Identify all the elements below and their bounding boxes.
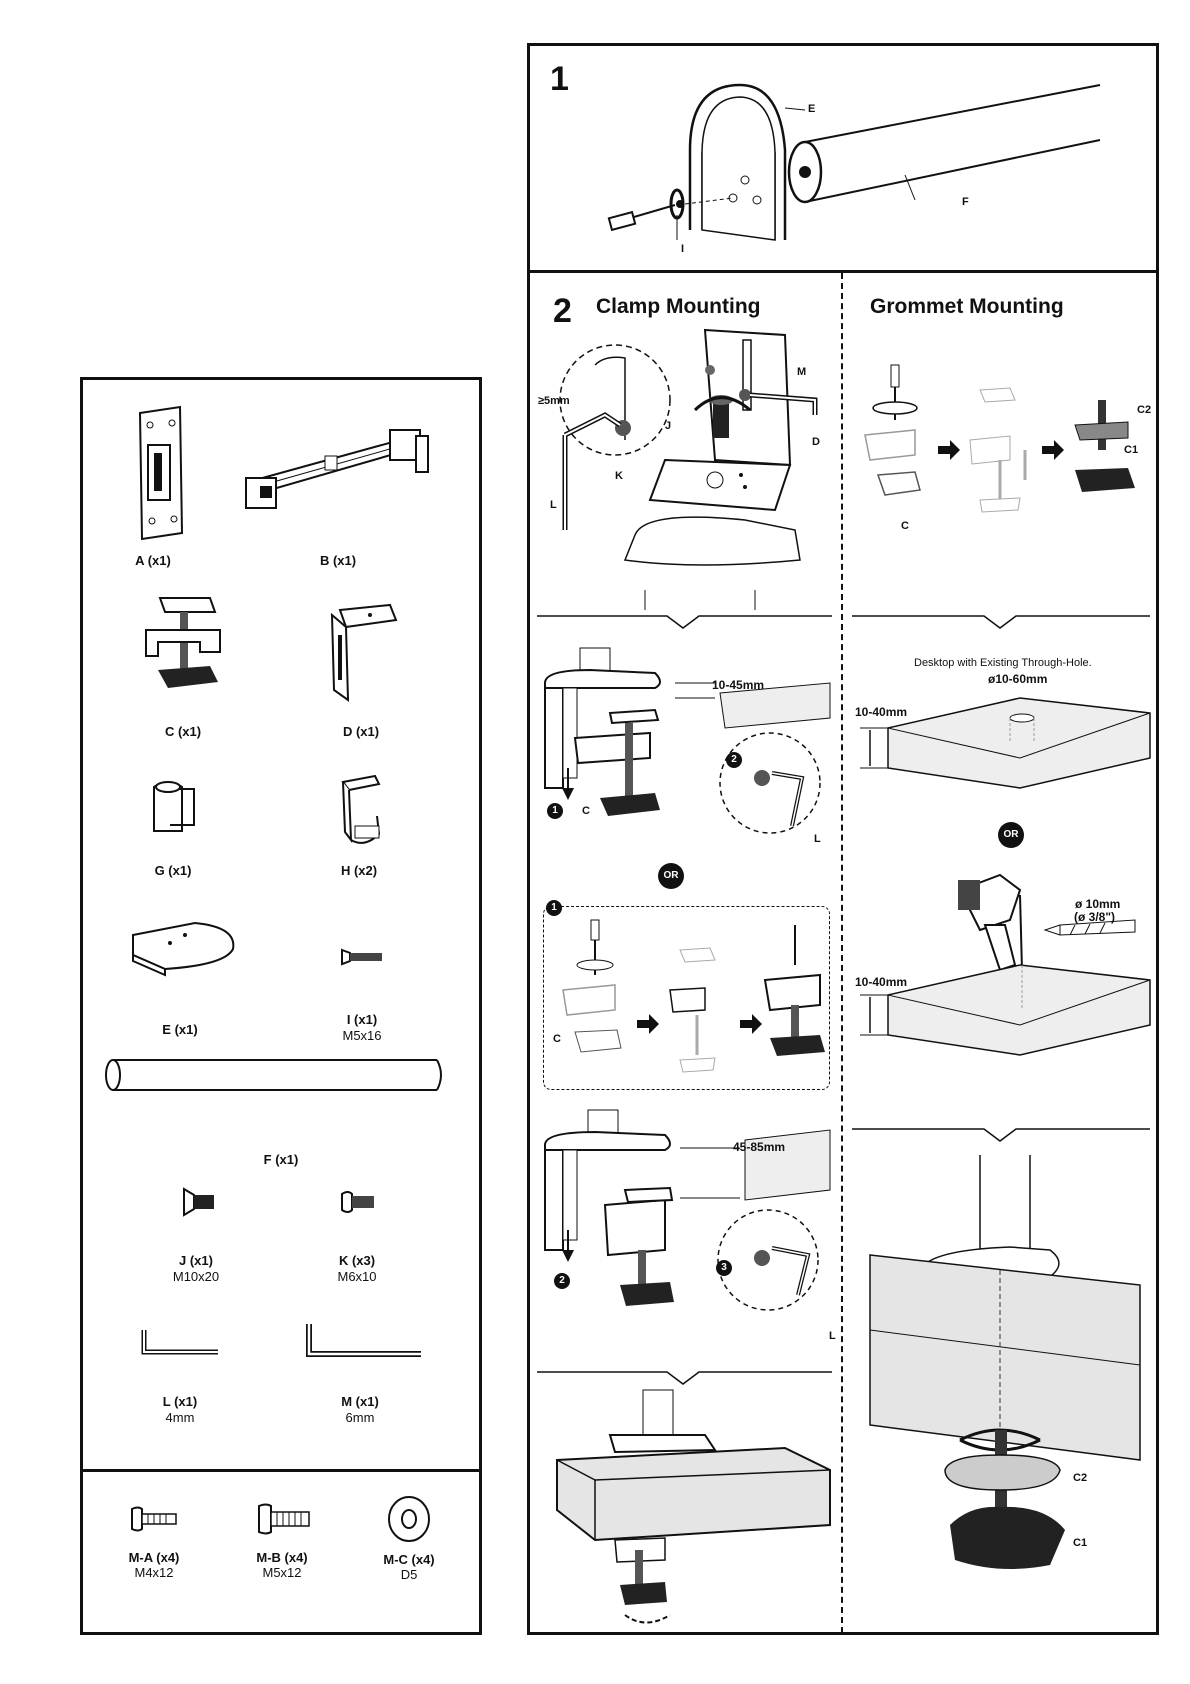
flip-tag-c: C xyxy=(553,1033,561,1045)
part-m-label: M (x1) xyxy=(341,1394,379,1409)
grommet-parts-swap-illustration xyxy=(864,364,1135,513)
part-e-label: E (x1) xyxy=(162,1022,198,1037)
part-m-hex-key-illustration xyxy=(306,1324,421,1357)
grommet-drill-size: ø 10mm xyxy=(1075,897,1121,911)
grommet-mounting-title: Grommet Mounting xyxy=(870,295,1064,318)
grommet-hole-note: Desktop with Existing Through-Hole. xyxy=(914,657,1092,669)
part-m-spec: 6mm xyxy=(345,1410,375,1425)
step1-tag-f: F xyxy=(962,196,969,208)
part-e-base-plate-illustration xyxy=(132,921,235,977)
clamp-or-badge: OR xyxy=(658,863,684,889)
part-k-spec: M6x10 xyxy=(337,1269,377,1284)
step2-number: 2 xyxy=(553,292,572,330)
step1-illustration xyxy=(607,83,1101,241)
step1-divider xyxy=(527,270,1159,273)
grommet-drill-desk-illustration xyxy=(860,964,1151,1056)
thick-desk-tag-l: L xyxy=(829,1330,836,1342)
part-i-spec: M5x16 xyxy=(342,1028,382,1043)
part-ma-spec: M4x12 xyxy=(134,1565,174,1580)
part-l-hex-key-illustration xyxy=(141,1330,218,1355)
part-b-label: B (x1) xyxy=(319,553,357,568)
clamp-separator-1 xyxy=(537,615,832,629)
part-g-label: G (x1) xyxy=(154,863,192,878)
parts-list-panel xyxy=(80,377,482,1635)
grommet-tag-c1: C1 xyxy=(1124,444,1139,456)
clamp-tag-k: K xyxy=(615,470,623,482)
clamp-tag-j: J xyxy=(665,420,672,432)
step1-number: 1 xyxy=(550,60,569,98)
part-j-bolt-illustration xyxy=(183,1187,214,1217)
part-g-cable-clip-illustration xyxy=(153,781,195,832)
flip-step1: 1 xyxy=(546,900,562,916)
part-mc-washer-illustration xyxy=(388,1496,430,1542)
clamp-tag-gap: ≥5mm xyxy=(538,395,570,407)
part-f-label: F (x1) xyxy=(263,1152,299,1167)
clamp-final-illustration xyxy=(556,1389,831,1624)
grommet-tag-c2: C2 xyxy=(1137,404,1152,416)
part-mb-label: M-B (x4) xyxy=(256,1550,308,1565)
grommet-final-tag-c1: C1 xyxy=(1073,1537,1088,1549)
part-ma-label: M-A (x4) xyxy=(128,1550,180,1565)
part-c-clamp-illustration xyxy=(145,597,221,688)
grommet-final-illustration xyxy=(869,1155,1141,1569)
step1-tag-i: I xyxy=(681,243,685,255)
grommet-hole-desk-illustration xyxy=(860,697,1151,789)
clamp-mounting-title: Clamp Mounting xyxy=(596,295,761,318)
part-i-screw-illustration xyxy=(341,948,382,966)
part-ma-screw-illustration xyxy=(131,1506,177,1532)
part-f-pole-illustration xyxy=(105,1059,442,1091)
part-l-label: L (x1) xyxy=(162,1394,198,1409)
part-j-label: J (x1) xyxy=(179,1253,213,1268)
part-k-label: K (x3) xyxy=(338,1253,376,1268)
thin-desk-tag-l: L xyxy=(814,833,821,845)
part-mc-spec: D5 xyxy=(400,1567,418,1582)
clamp-thin-desk-illustration xyxy=(544,647,831,834)
part-a-vesa-plate-illustration xyxy=(138,405,184,541)
part-j-spec: M10x20 xyxy=(172,1269,220,1284)
grommet-or-badge: OR xyxy=(998,822,1024,848)
thick-desk-step3: 3 xyxy=(716,1260,732,1276)
thick-desk-range: 45-85mm xyxy=(733,1140,786,1154)
clamp-flip-illustration xyxy=(562,919,825,1073)
parts-list-divider xyxy=(80,1469,482,1472)
part-l-spec: 4mm xyxy=(165,1410,195,1425)
grommet-separator-1 xyxy=(852,615,1150,629)
clamp-tag-d: D xyxy=(812,436,820,448)
thin-desk-tag-c: C xyxy=(582,805,590,817)
part-d-label: D (x1) xyxy=(342,724,380,739)
instructions-panel xyxy=(527,43,1159,1635)
part-mb-spec: M5x12 xyxy=(262,1565,302,1580)
part-i-label: I (x1) xyxy=(346,1012,378,1027)
part-b-arm-illustration xyxy=(245,429,429,509)
grommet-final-tag-c2: C2 xyxy=(1073,1472,1088,1484)
part-mb-screw-illustration xyxy=(258,1503,310,1535)
grommet-separator-2 xyxy=(852,1128,1150,1142)
part-d-bracket-illustration xyxy=(330,603,398,702)
part-k-screw-illustration xyxy=(341,1191,374,1213)
grommet-drill-size-inch: (ø 3/8") xyxy=(1074,910,1116,924)
part-a-label: A (x1) xyxy=(135,553,171,568)
grommet-drill-thickness: 10-40mm xyxy=(855,975,908,989)
clamp-thick-desk-illustration xyxy=(544,1109,831,1311)
part-c-label: C (x1) xyxy=(164,724,202,739)
grommet-hole-diameter: ø10-60mm xyxy=(988,672,1048,686)
grommet-tag-c: C xyxy=(901,520,909,532)
grommet-drill-illustration xyxy=(958,873,1136,972)
clamp-tag-l: L xyxy=(550,499,557,511)
step2-column-divider xyxy=(841,273,843,1633)
part-h-clip-illustration xyxy=(341,774,381,844)
clamp-separator-2 xyxy=(537,1371,832,1385)
part-mc-label: M-C (x4) xyxy=(383,1552,435,1567)
step1-tag-e: E xyxy=(808,103,816,115)
clamp-tag-m: M xyxy=(797,366,807,378)
grommet-hole-thickness: 10-40mm xyxy=(855,705,908,719)
clamp-bracket-attach-illustration xyxy=(559,328,818,610)
thin-desk-range: 10-45mm xyxy=(712,678,765,692)
thin-desk-step1: 1 xyxy=(547,803,563,819)
part-h-label: H (x2) xyxy=(340,863,378,878)
thin-desk-step2: 2 xyxy=(726,752,742,768)
thick-desk-step2: 2 xyxy=(554,1273,570,1289)
clamp-flip-box xyxy=(543,906,830,1090)
